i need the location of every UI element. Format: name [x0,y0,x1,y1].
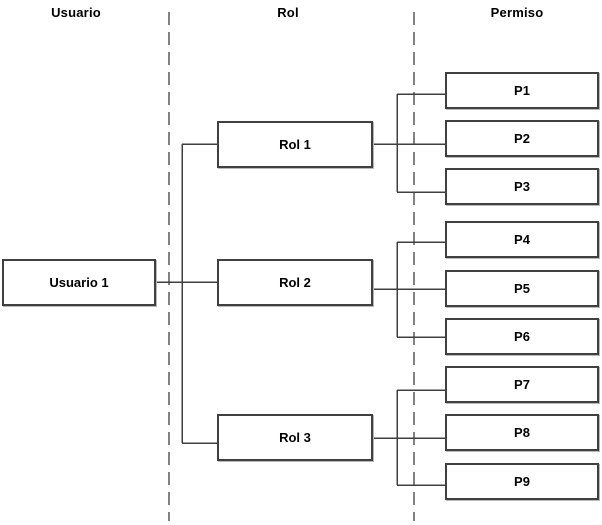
node-p5-label: P5 [514,281,530,296]
column-header-rol: Rol [277,4,299,20]
column-header-permiso: Permiso [490,4,544,20]
node-p3: P3 [445,168,599,205]
node-p4-label: P4 [514,232,530,247]
node-p4: P4 [445,221,599,258]
node-p9-label: P9 [514,474,530,489]
node-rol-2-label: Rol 2 [279,275,311,290]
node-p2-label: P2 [514,131,530,146]
node-p1-label: P1 [514,83,530,98]
user-role-connectors [156,143,217,444]
node-rol-3-label: Rol 3 [279,430,311,445]
node-p7-label: P7 [514,377,530,392]
node-p6-label: P6 [514,329,530,344]
node-p9: P9 [445,463,599,500]
node-p1: P1 [445,72,599,109]
node-rol-3: Rol 3 [217,414,373,461]
node-p2: P2 [445,120,599,157]
node-p7: P7 [445,366,599,403]
node-p5: P5 [445,270,599,307]
node-usuario-1: Usuario 1 [2,259,156,306]
node-p6: P6 [445,318,599,355]
rol1-permission-connectors [373,93,445,193]
node-rol-1-label: Rol 1 [279,137,311,152]
node-p3-label: P3 [514,179,530,194]
column-header-usuario: Usuario [51,4,101,20]
node-p8-label: P8 [514,425,530,440]
node-rol-2: Rol 2 [217,259,373,306]
node-usuario-1-label: Usuario 1 [49,275,109,290]
node-p8: P8 [445,414,599,451]
rol2-permission-connectors [373,241,445,338]
rol3-permission-connectors [373,389,445,486]
node-rol-1: Rol 1 [217,121,373,168]
